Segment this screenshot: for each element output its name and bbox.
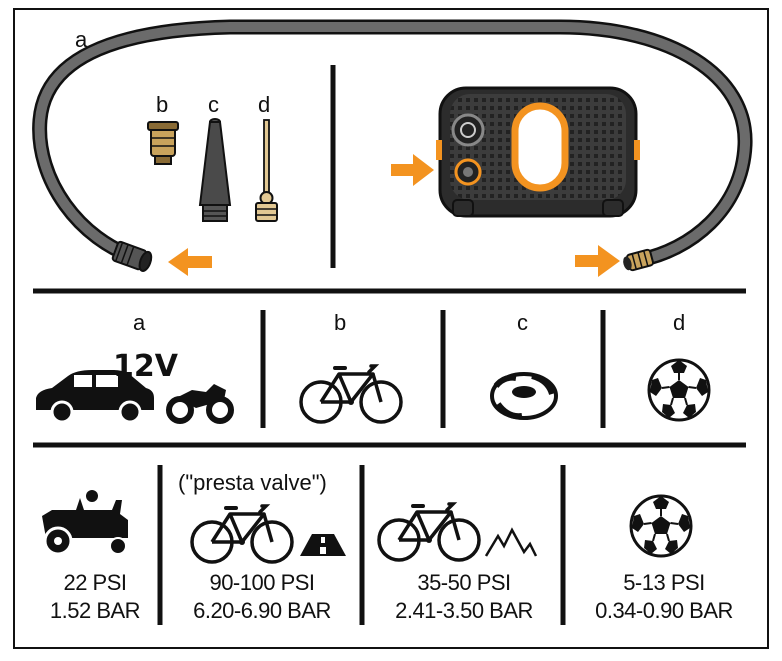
psi-value: 5-13 PSI <box>623 570 705 595</box>
mountain-bicycle-icon <box>377 502 481 562</box>
column-label-c: c <box>517 310 528 335</box>
bar-value: 0.34-0.90 BAR <box>595 598 733 623</box>
inflatable-ring-icon <box>490 372 558 420</box>
motorcycle-icon <box>166 384 234 424</box>
label-b: b <box>156 92 169 117</box>
voltage-label: 12V <box>113 349 178 384</box>
adapter-c-icon <box>198 118 232 222</box>
car-icon <box>36 370 154 424</box>
air-hose <box>32 19 753 268</box>
lawn-mower-icon <box>42 490 128 556</box>
psi-value: 90-100 PSI <box>209 570 315 595</box>
adapter-d-icon <box>255 119 278 222</box>
column-label-a: a <box>133 310 146 335</box>
label-d: d <box>258 92 271 117</box>
air-compressor-icon <box>436 86 640 218</box>
diagram-frame <box>13 8 769 649</box>
soccer-ball-icon <box>647 358 711 422</box>
bicycle-icon <box>299 364 403 424</box>
psi-value: 22 PSI <box>63 570 127 595</box>
psi-value: 35-50 PSI <box>417 570 511 595</box>
mountains-icon <box>484 527 538 557</box>
hose-connector-icon <box>111 240 153 272</box>
road-icon <box>300 534 346 556</box>
adapter-b-icon <box>147 121 179 165</box>
road-bicycle-icon <box>190 504 294 564</box>
brass-connector-icon <box>623 248 654 272</box>
arrow-right-icon <box>391 154 434 186</box>
bar-value: 6.20-6.90 BAR <box>193 598 331 623</box>
column-label-b: b <box>334 310 347 335</box>
soccer-ball-icon-2 <box>629 494 693 558</box>
label-c: c <box>208 92 219 117</box>
arrow-right-icon-2 <box>575 245 620 277</box>
bar-value: 1.52 BAR <box>49 598 141 623</box>
presta-valve-note: ("presta valve") <box>178 470 327 495</box>
label-a: a <box>75 27 88 52</box>
column-label-d: d <box>673 310 686 335</box>
bar-value: 2.41-3.50 BAR <box>395 598 533 623</box>
arrow-left-icon <box>168 248 212 276</box>
